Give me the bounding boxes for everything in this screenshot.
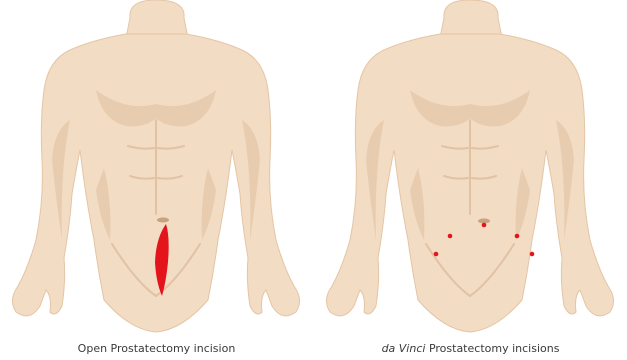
open-prostatectomy-caption: Open Prostatectomy incision (0, 342, 313, 355)
male-torso (12, 0, 299, 332)
davinci-prostatectomy-caption: da Vinci Prostatectomy incisions (314, 342, 627, 355)
caption-davinci-rest: Prostatectomy incisions (425, 342, 559, 355)
davinci-prostatectomy-panel: da Vinci Prostatectomy incisions (314, 0, 627, 360)
port-incision (448, 234, 453, 239)
port-incision (515, 234, 520, 239)
navel (157, 218, 169, 223)
port-incision (530, 252, 535, 257)
torso-illustration-open (0, 0, 313, 336)
torso-illustration-davinci (314, 0, 627, 336)
open-prostatectomy-panel: Open Prostatectomy incision (0, 0, 313, 360)
caption-davinci-italic: da Vinci (382, 342, 426, 355)
male-torso (326, 0, 613, 332)
port-incision (434, 252, 439, 257)
port-incision (482, 223, 487, 228)
